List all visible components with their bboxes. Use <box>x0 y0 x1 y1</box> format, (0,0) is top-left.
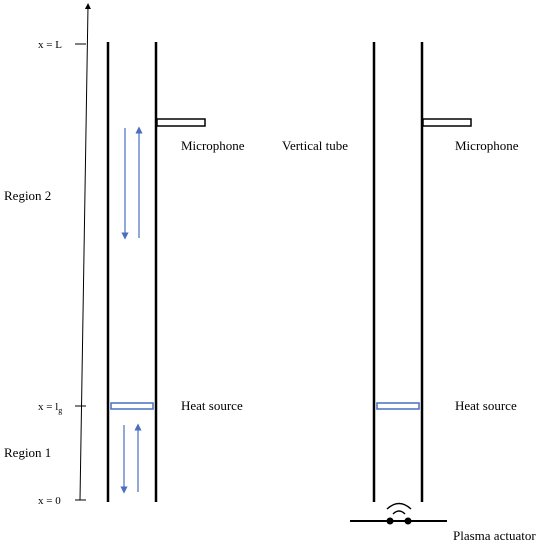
right-microphone <box>422 118 472 127</box>
left-microphone <box>156 118 206 127</box>
left-heat-source <box>110 402 154 410</box>
x-axis-arrow <box>79 3 91 501</box>
right-heat-source <box>376 402 420 410</box>
actuator-electrode-left <box>386 517 394 525</box>
actuator-wave-inner <box>392 510 406 515</box>
left-tube <box>106 42 206 502</box>
right-tube <box>350 42 472 525</box>
label-plasma-actuator: Plasma actuator <box>453 528 536 543</box>
label-left-microphone: Microphone <box>181 138 245 153</box>
actuator-wave-outer <box>386 502 412 510</box>
plasma-actuator <box>350 502 447 525</box>
label-left-heat-source: Heat source <box>181 398 243 413</box>
label-right-microphone: Microphone <box>455 138 519 153</box>
label-right-heat-source: Heat source <box>455 398 517 413</box>
label-x-L: x = L <box>38 39 62 51</box>
label-region-2: Region 2 <box>4 188 51 203</box>
label-x-0: x = 0 <box>38 495 61 507</box>
actuator-electrode-right <box>404 517 412 525</box>
label-region-1: Region 1 <box>4 445 51 460</box>
label-vertical-tube: Vertical tube <box>282 138 348 153</box>
label-x-lg: x = lg <box>38 401 62 415</box>
